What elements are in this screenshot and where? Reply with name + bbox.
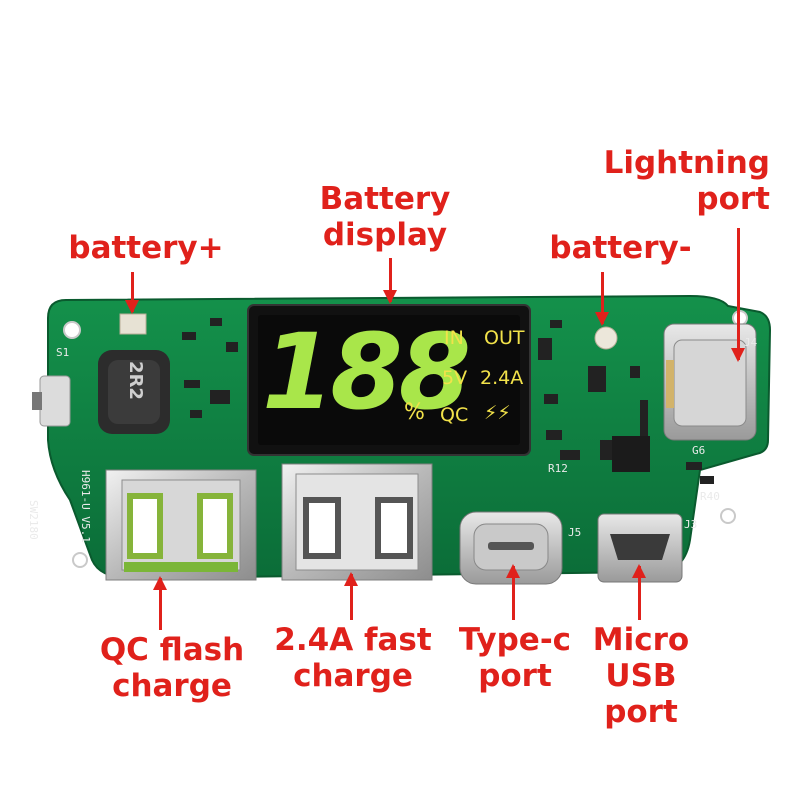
micro-usb-port-label-line1: Micro [592,622,690,658]
battery-minus-pad [594,326,618,350]
battery-minus-label-text: battery- [549,230,692,266]
battery-plus-label: battery+ [66,230,226,266]
fast-charge-usb-port [281,463,433,581]
battery-plus-pad [119,313,147,335]
lcd-in: IN [444,327,464,349]
fast-charge-arrow [344,572,358,620]
battery-plus-label-text: battery+ [68,230,224,266]
mounting-hole [720,508,736,524]
j4-marking: J4 [744,336,758,349]
battery-minus-arrow [595,272,609,326]
inductor-marking: 2R2 [124,361,146,400]
j3-marking: J3 [684,518,698,531]
qc-flash-charge-label: QC flash charge [92,632,252,704]
lcd-percent: % [404,400,425,425]
ic-chip [612,436,650,472]
battery-display-label: Battery display [300,181,470,253]
lightning-port-label-line1: Lightning [603,145,770,181]
j5-marking: J5 [568,526,582,539]
type-c-port-label-line1: Type-c [458,622,572,658]
fast-charge-label: 2.4A fast charge [268,622,438,694]
qc-flash-charge-label-line1: QC flash [99,632,245,668]
fast-charge-label-line1: 2.4A fast [274,622,432,658]
battery-display-arrow [383,258,397,304]
micro-usb-port-label: Micro USB port [586,622,696,730]
r12-marking: R12 [548,462,568,475]
fast-charge-label-line2: charge [293,658,413,694]
lightning-port-label-line2: port [696,181,770,217]
lightning-port-label: Lightning port [600,145,770,217]
version-marking: H961-U V5.1 [79,470,92,543]
lcd-bolt-icon: ⚡⚡ [484,402,511,424]
micro-usb-port-label-line3: port [604,694,678,730]
qc-flash-charge-arrow [153,576,167,630]
type-c-port-connector [459,511,563,585]
type-c-port-label-line2: port [478,658,552,694]
micro-usb-port-connector [597,513,683,583]
smd-components [182,318,714,484]
lcd-amp: 2.4A [480,367,524,389]
battery-plus-arrow [125,272,139,314]
lightning-port-arrow [731,228,745,362]
battery-minus-label: battery- [548,230,693,266]
lcd-digits: 188 [262,311,471,433]
s1-marking: S1 [56,346,70,359]
switch [39,375,71,427]
micro-usb-port-arrow [632,564,646,620]
micro-usb-port-label-line2: USB [605,658,677,694]
g6-marking: G6 [692,444,706,457]
qc-flash-charge-label-line2: charge [112,668,232,704]
qc-usb-port [105,469,257,581]
type-c-port-label: Type-c port [440,622,590,694]
battery-display-label-line2: display [322,217,448,253]
mounting-hole [72,552,88,568]
r40-marking: R40 [700,490,720,503]
model-marking: SW2180 [27,500,40,540]
lcd-out: OUT [484,327,525,349]
lightning-port-connector [663,323,757,441]
type-c-port-arrow [506,564,520,620]
mounting-hole [732,310,748,326]
mounting-hole [63,321,81,339]
lcd-volt: 5V [442,367,468,389]
battery-display-label-line1: Battery [319,181,451,217]
lcd-qc: QC [440,404,469,426]
